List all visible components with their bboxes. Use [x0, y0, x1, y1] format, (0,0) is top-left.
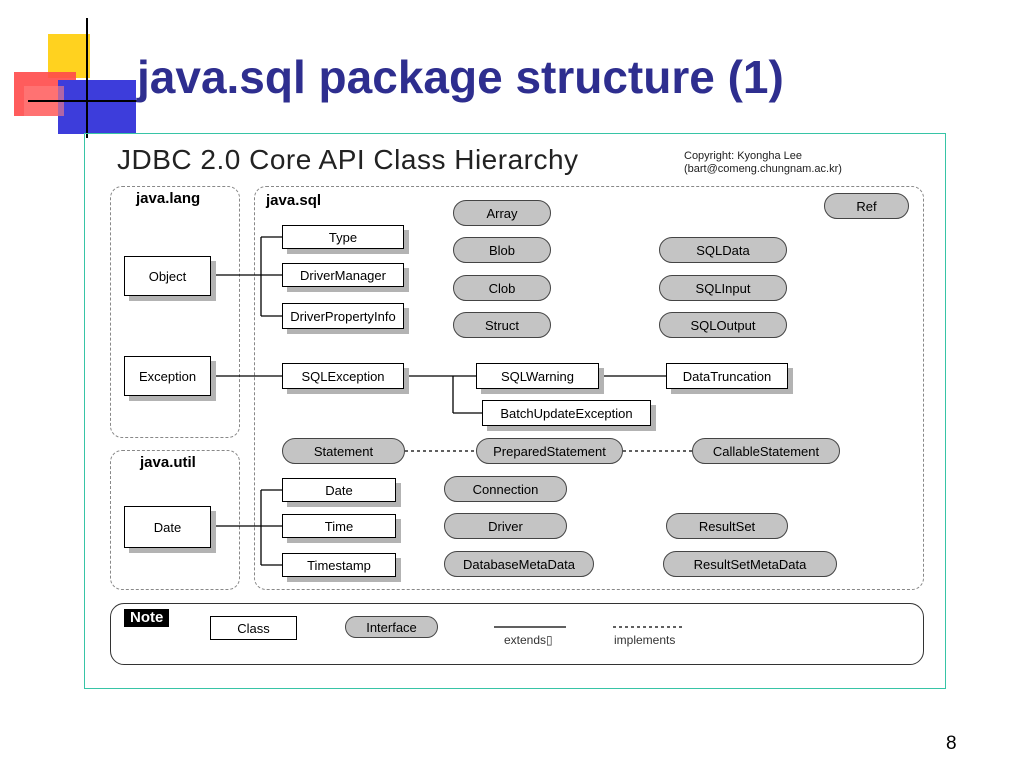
copyright-text: Copyright: Kyongha Lee (bart@comeng.chun… [684, 150, 842, 176]
interface-struct: Struct [453, 312, 551, 338]
legend-interface-sample: Interface [345, 616, 438, 638]
package-label-java-util: java.util [140, 454, 196, 471]
copyright-line-1: Copyright: Kyongha Lee [684, 150, 803, 162]
interface-ref: Ref [824, 193, 909, 219]
interface-connection: Connection [444, 476, 567, 502]
class-object: Object [124, 256, 211, 296]
interface-driver: Driver [444, 513, 567, 539]
interface-sql-data: SQLData [659, 237, 787, 263]
copyright-line-2: (bart@comeng.chungnam.ac.kr) [684, 163, 842, 175]
interface-blob: Blob [453, 237, 551, 263]
legend-note-label: Note [124, 609, 170, 627]
package-java-util [110, 450, 240, 590]
interface-sql-output: SQLOutput [659, 312, 787, 338]
class-driver-property-info: DriverPropertyInfo [282, 303, 404, 329]
diagram-frame [84, 133, 946, 689]
legend-box [110, 603, 924, 665]
package-label-java-sql: java.sql [266, 192, 322, 209]
interface-sql-input: SQLInput [659, 275, 787, 301]
class-batch-update-exception: BatchUpdateException [482, 400, 651, 426]
interface-prepared-statement: PreparedStatement [476, 438, 623, 464]
class-driver-manager: DriverManager [282, 263, 404, 287]
class-sql-exception: SQLException [282, 363, 404, 389]
class-sql-time: Time [282, 514, 396, 538]
package-label-java-lang: java.lang [136, 190, 201, 207]
class-type: Type [282, 225, 404, 249]
interface-result-set-meta-data: ResultSetMetaData [663, 551, 837, 577]
class-exception: Exception [124, 356, 211, 396]
slide-title: java.sql package structure (1) [137, 51, 784, 103]
package-java-sql [254, 186, 924, 590]
interface-callable-statement: CallableStatement [692, 438, 840, 464]
legend-implements-label: implements [614, 633, 676, 647]
class-sql-timestamp: Timestamp [282, 553, 396, 577]
interface-clob: Clob [453, 275, 551, 301]
interface-database-meta-data: DatabaseMetaData [444, 551, 594, 577]
class-sql-date: Date [282, 478, 396, 502]
diagram-title: JDBC 2.0 Core API Class Hierarchy [117, 144, 579, 175]
class-util-date: Date [124, 506, 211, 548]
class-data-truncation: DataTruncation [666, 363, 788, 389]
legend-class-sample: Class [210, 616, 297, 640]
interface-array: Array [453, 200, 551, 226]
legend-extends-label: extends▯ [504, 633, 553, 647]
page-number: 8 [946, 733, 957, 754]
interface-result-set: ResultSet [666, 513, 788, 539]
decorative-logo [14, 18, 138, 138]
class-sql-warning: SQLWarning [476, 363, 599, 389]
interface-statement: Statement [282, 438, 405, 464]
package-java-lang [110, 186, 240, 438]
